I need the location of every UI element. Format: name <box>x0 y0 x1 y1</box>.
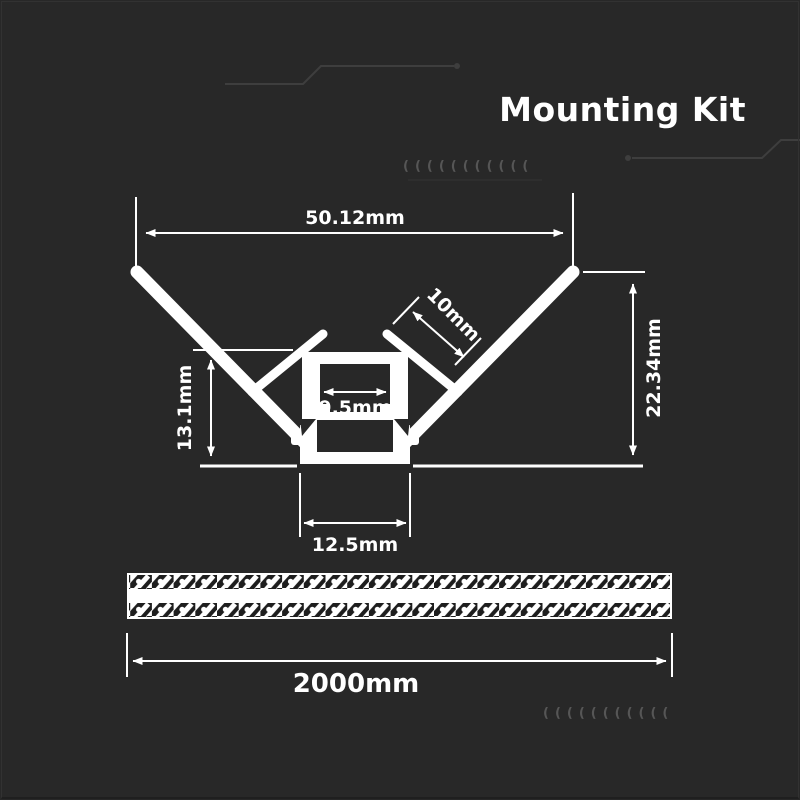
right-wing <box>394 265 580 454</box>
dim-label-left-depth: 13.1mm <box>174 365 196 451</box>
dimension-base-width: 12.5mm <box>299 473 411 556</box>
lower-cavity <box>317 420 393 452</box>
dimension-top-width: 50.12mm <box>135 193 574 268</box>
barb-left <box>291 435 301 445</box>
dimension-length: 2000mm <box>126 633 673 699</box>
dim-label-wing-width: 10mm <box>422 284 484 346</box>
page-title: Mounting Kit <box>499 90 746 129</box>
chevron-row-top-icon: ((((((((((( <box>403 159 534 174</box>
profile-cross-section <box>130 265 643 468</box>
neck-cut-right <box>394 419 410 436</box>
circuit-trace-right-icon <box>625 139 800 161</box>
profile-length-bar <box>127 573 672 619</box>
knurl-strip-bottom <box>129 603 670 617</box>
dimension-inner-width: 9.5mm <box>318 388 392 419</box>
dim-label-inner-width: 9.5mm <box>318 397 391 419</box>
circuit-trace-top-left-icon <box>225 63 460 85</box>
dim-label-base-width: 12.5mm <box>312 534 398 556</box>
dim-label-top-width: 50.12mm <box>305 207 405 229</box>
pcb-ledge-left <box>320 404 330 412</box>
right-brace <box>382 329 463 397</box>
dimension-left-depth: 13.1mm <box>174 349 293 457</box>
knurl-strip-top <box>129 575 670 589</box>
chevron-row-bottom-icon: ((((((((((( <box>543 706 674 721</box>
barb-right <box>409 435 419 445</box>
dim-label-length: 2000mm <box>293 669 420 699</box>
left-brace <box>247 329 328 397</box>
pcb-ledge-right <box>380 404 390 412</box>
neck-cut-left <box>300 419 316 436</box>
dimension-right-height: 22.34mm <box>583 271 665 456</box>
dim-label-right-height: 22.34mm <box>643 318 665 418</box>
left-wing <box>130 265 316 454</box>
